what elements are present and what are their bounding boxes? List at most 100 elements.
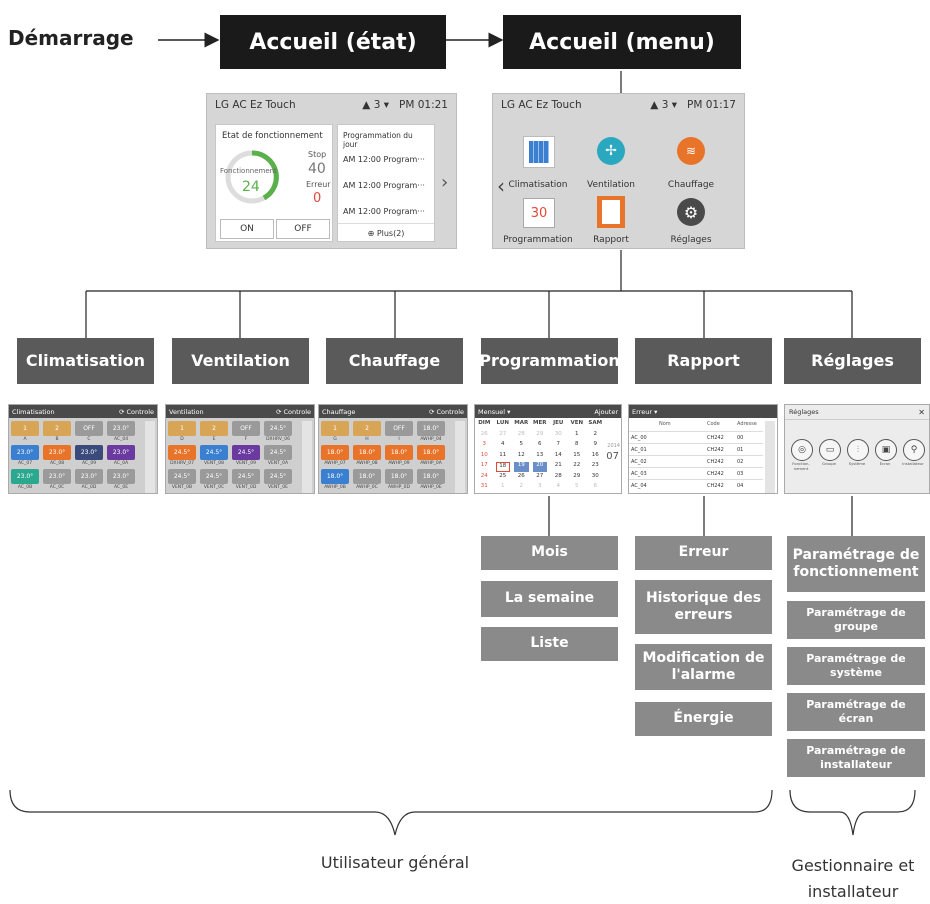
calendar-day[interactable]: 7 (556, 441, 561, 447)
unit-tile[interactable]: 18.0° (385, 445, 413, 460)
unit-tile[interactable]: 24.5° (168, 469, 196, 484)
calendar-day[interactable]: 11 (499, 451, 507, 458)
unit-tile[interactable]: 24.5° (200, 469, 228, 484)
unit-tile[interactable]: 24.5° (264, 445, 292, 460)
calendar-day[interactable]: 1 (501, 483, 505, 489)
calendar-day[interactable]: 13 (536, 451, 544, 458)
schedule-item[interactable]: AM 12:00 Program··· (343, 181, 425, 190)
unit-tile[interactable]: 18.0° (353, 469, 381, 484)
unit-tile[interactable]: 23.0° (75, 445, 103, 460)
unit-tile[interactable]: 2 (353, 421, 381, 436)
calendar-day[interactable]: 15 (573, 451, 581, 458)
calendar-day[interactable]: 27 (499, 430, 507, 437)
calendar-day[interactable]: 16 (591, 451, 599, 458)
calendar-day[interactable]: 14 (554, 451, 562, 458)
unit-tile[interactable]: 24.5° (264, 421, 292, 436)
calendar-day[interactable]: 1 (575, 430, 579, 437)
calendar-day[interactable]: 4 (556, 483, 561, 489)
alert-icon[interactable]: ▲ (362, 99, 371, 111)
on-button[interactable]: ON (220, 219, 274, 239)
mode-select[interactable]: Mensuel ▾ (478, 407, 511, 416)
unit-tile[interactable]: OFF (385, 421, 413, 436)
unit-tile[interactable]: 1 (11, 421, 39, 436)
unit-tile[interactable]: 23.0° (75, 469, 103, 484)
calendar-icon[interactable]: 30 (523, 198, 555, 228)
mode-select[interactable]: Erreur ▾ (632, 407, 658, 416)
unit-tile[interactable]: OFF (75, 421, 103, 436)
calendar-day[interactable]: 9 (593, 441, 598, 447)
calendar-day[interactable]: 31 (480, 483, 488, 489)
control-button[interactable]: ⟳ Controle (275, 407, 311, 416)
calendar-day[interactable]: 12 (517, 451, 525, 458)
calendar-day[interactable]: 2 (519, 483, 524, 489)
folder-icon[interactable]: ▭ (819, 439, 841, 461)
calendar-day[interactable]: 5 (575, 483, 579, 489)
unit-tile[interactable]: 23.0° (107, 445, 135, 460)
unit-tile[interactable]: 24.5° (200, 445, 228, 460)
close-icon[interactable]: ✕ (918, 407, 925, 417)
calendar-day[interactable]: 30 (591, 472, 599, 479)
screen-icon[interactable]: ▣ (875, 439, 897, 461)
calendar-day[interactable]: 28 (517, 430, 525, 437)
unit-tile[interactable]: 23.0° (11, 469, 39, 484)
calendar-day[interactable]: 23 (591, 462, 599, 468)
more-button[interactable]: ⊕ Plus(2) (338, 223, 434, 238)
calendar-day[interactable]: 3 (538, 483, 542, 489)
gear-icon[interactable]: ⚙ (677, 198, 705, 226)
unit-tile[interactable]: 18.0° (321, 445, 349, 460)
unit-tile[interactable]: 2 (200, 421, 228, 436)
calendar-day[interactable]: 19 (514, 462, 529, 472)
operation-icon[interactable]: ◎ (791, 439, 813, 461)
calendar-day[interactable]: 2 (593, 430, 598, 437)
calendar-day[interactable]: 29 (536, 430, 544, 437)
ventilation-icon[interactable]: ✢ (597, 137, 625, 165)
control-button[interactable]: ⟳ Controle (428, 407, 464, 416)
chauffage-icon[interactable]: ≋ (677, 137, 705, 165)
calendar-day[interactable]: 3 (482, 441, 487, 447)
installer-icon[interactable]: ⚲ (903, 439, 925, 461)
unit-tile[interactable]: 18.0° (353, 445, 381, 460)
calendar-day[interactable]: 26 (480, 430, 488, 437)
calendar-day[interactable]: 22 (573, 462, 581, 468)
unit-tile[interactable]: 1 (168, 421, 196, 436)
unit-tile[interactable]: 24.5° (168, 445, 196, 460)
scrollbar[interactable] (302, 421, 312, 493)
calendar-day[interactable]: 26 (517, 472, 525, 479)
calendar-day[interactable]: 10 (480, 451, 488, 458)
calendar-day[interactable]: 18 (495, 462, 510, 472)
schedule-item[interactable]: AM 12:00 Program··· (343, 155, 425, 164)
unit-tile[interactable]: 23.0° (43, 469, 71, 484)
report-icon[interactable] (597, 196, 625, 228)
unit-tile[interactable]: 24.5° (264, 469, 292, 484)
calendar-day[interactable]: 28 (554, 472, 562, 479)
unit-tile[interactable]: 23.0° (107, 421, 135, 436)
calendar-day[interactable]: 24 (480, 472, 488, 479)
unit-tile[interactable]: 23.0° (43, 445, 71, 460)
alert-icon[interactable]: ▲ (650, 99, 659, 111)
unit-tile[interactable]: 1 (321, 421, 349, 436)
calendar-day[interactable]: 29 (573, 472, 581, 479)
calendar-day[interactable]: 27 (536, 472, 544, 479)
prev-chevron-icon[interactable]: ‹ (497, 174, 505, 198)
sliders-icon[interactable]: ⫶ (847, 439, 869, 461)
calendar-day[interactable]: 30 (554, 430, 562, 437)
unit-tile[interactable]: 24.5° (232, 469, 260, 484)
next-chevron-icon[interactable]: › (441, 172, 449, 193)
unit-tile[interactable]: 23.0° (11, 445, 39, 460)
calendar-day[interactable]: 25 (499, 472, 507, 479)
calendar-day[interactable]: 17 (480, 462, 488, 468)
calendar-day[interactable]: 4 (501, 441, 505, 447)
climatisation-icon[interactable] (523, 136, 555, 168)
unit-tile[interactable]: 18.0° (321, 469, 349, 484)
unit-tile[interactable]: 18.0° (385, 469, 413, 484)
unit-tile[interactable]: 18.0° (417, 469, 445, 484)
scrollbar[interactable] (455, 421, 465, 493)
add-button[interactable]: Ajouter (594, 407, 618, 416)
control-button[interactable]: ⟳ Controle (118, 407, 154, 416)
calendar-day[interactable]: 8 (575, 441, 579, 447)
